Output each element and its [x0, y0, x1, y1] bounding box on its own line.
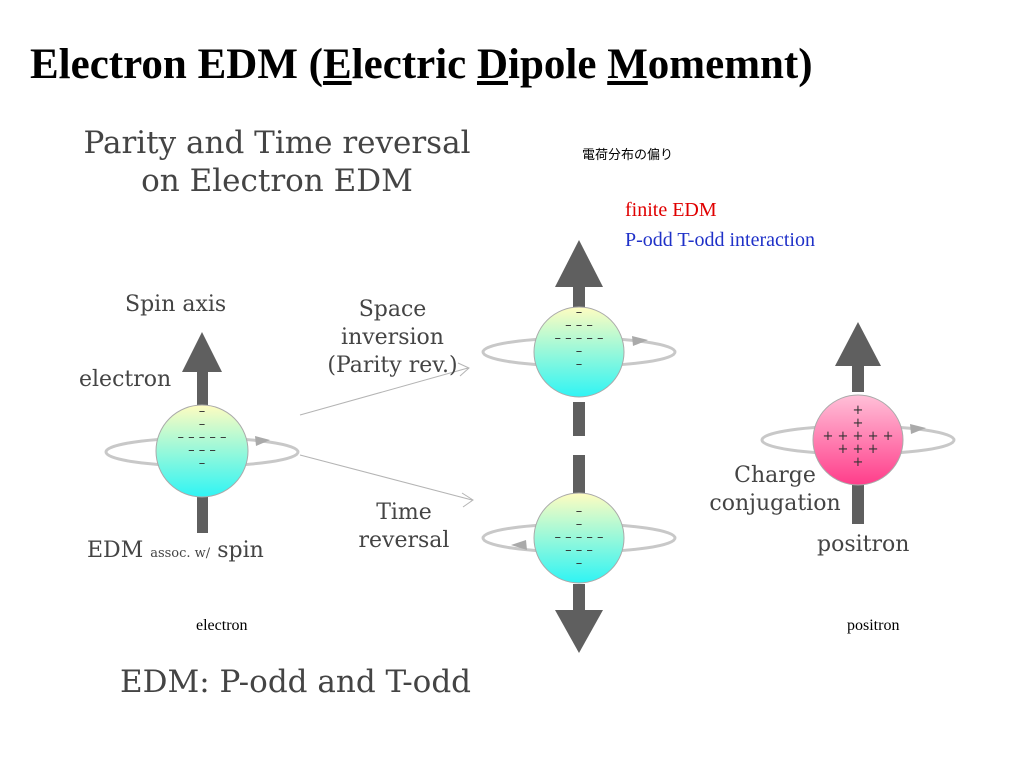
electron-sphere — [155, 404, 249, 498]
positron-charges: + + + + + + + + + + + — [822, 403, 894, 470]
parity-charges: – – – – – – – – – – – — [554, 305, 604, 372]
time-sphere — [533, 492, 625, 584]
transform-connectors — [299, 362, 474, 508]
title-lectric: lectric — [351, 41, 477, 88]
positron-spin-axis — [835, 322, 881, 524]
electron-ring-arrowhead — [255, 436, 270, 446]
positron-sphere — [812, 394, 904, 486]
finite-edm-label: finite EDM — [625, 199, 717, 221]
time-reversal-label: Time reversal — [358, 500, 450, 553]
title-prefix: Electron EDM ( — [30, 41, 323, 88]
parity-spin-axis — [555, 240, 603, 493]
spin-axis-label: Spin axis — [125, 292, 227, 317]
japanese-note: 電荷分布の偏り — [582, 148, 674, 163]
electron-figure-label: electron — [79, 367, 172, 392]
parity-sphere — [533, 306, 625, 398]
title-e: E — [322, 41, 352, 88]
time-charges: – – – – – – – – – – – — [554, 504, 604, 571]
bottom-summary: EDM: P-odd and T-odd — [120, 664, 472, 700]
interaction-label: P-odd T-odd interaction — [625, 229, 815, 251]
title-d: D — [476, 41, 509, 88]
slide-title: Electron EDM (Electric Dipole Momemnt) — [30, 40, 813, 89]
time-spin-axis — [555, 584, 603, 653]
figure-heading: Parity and Time reversal on Electron EDM — [83, 125, 471, 199]
charge-conjugation-label: Charge conjugation — [709, 463, 841, 516]
parity-ring-arrowhead — [632, 336, 648, 346]
positron-ring-arrowhead — [910, 424, 926, 434]
title-omemnt: omemnt) — [647, 41, 813, 88]
title-ipole: ipole — [508, 41, 608, 88]
edm-assoc-label: EDM assoc. w/ spin — [87, 538, 264, 563]
positron-figure-label: positron — [817, 532, 910, 557]
space-inversion-label: Space inversion (Parity rev.) — [327, 297, 458, 378]
electron-spin-axis — [182, 332, 222, 533]
electron-caption: electron — [196, 617, 248, 634]
positron-caption: positron — [847, 617, 900, 634]
time-ring-arrowhead — [511, 540, 527, 550]
electron-charges: – – – – – – – – – – – — [177, 404, 227, 471]
title-m: M — [607, 41, 648, 88]
